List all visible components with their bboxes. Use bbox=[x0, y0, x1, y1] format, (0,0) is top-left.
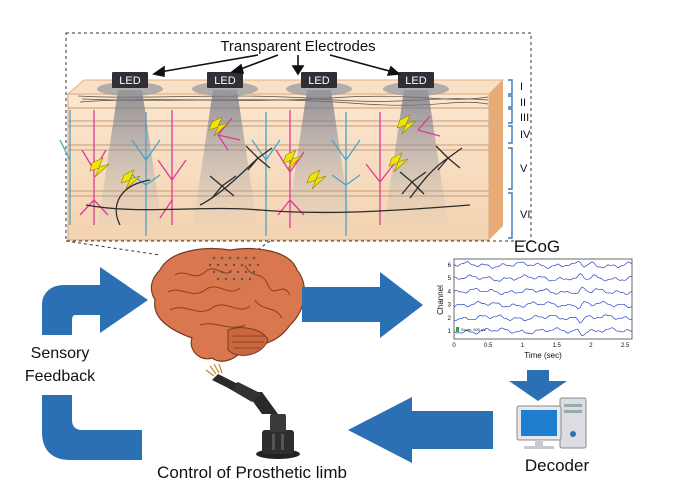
ecog-xtick-label: 2.5 bbox=[621, 343, 630, 349]
ecog-xtick-label: 0.5 bbox=[484, 343, 493, 349]
layer-label-5: V bbox=[520, 163, 528, 175]
ecog-ytick-label: 6 bbox=[448, 263, 452, 269]
brain-illustration bbox=[150, 248, 305, 362]
ecog-ytick-label: 1 bbox=[448, 329, 452, 335]
ecog-xtick-label: 1 bbox=[521, 343, 525, 349]
led-label-2: LED bbox=[214, 75, 235, 87]
layer-label-6: VI bbox=[520, 209, 530, 221]
ecog-ytick-label: 3 bbox=[448, 303, 452, 309]
layer-label-3: III bbox=[520, 112, 529, 124]
inset-frame bbox=[65, 32, 532, 242]
ecog-traces bbox=[453, 261, 633, 337]
electrodes-title: Transparent Electrodes bbox=[220, 38, 375, 55]
decoder-label: Decoder bbox=[525, 456, 590, 475]
ecog-trace bbox=[453, 300, 633, 310]
prosthetic-arm bbox=[205, 363, 300, 459]
ecog-panel: ECoG 1 2 3 4 5 6 0 0.5 1 1.5 2 2.5 Scale: 500 uV C… bbox=[436, 237, 633, 360]
ecog-xticks: 0 0.5 1 1.5 2 2.5 bbox=[452, 343, 630, 349]
ecog-trace bbox=[453, 314, 632, 324]
ecog-grid-dots bbox=[208, 256, 260, 281]
sensory-label-line1: Sensory bbox=[31, 345, 90, 362]
ecog-ytick-label: 2 bbox=[448, 316, 452, 322]
ecog-axes bbox=[453, 258, 633, 340]
arrow-feedback-bottom bbox=[42, 395, 142, 460]
layer-brackets bbox=[508, 79, 513, 239]
layer-label-4: IV bbox=[520, 129, 531, 141]
ecog-ylabel: Channel bbox=[436, 285, 445, 315]
arrow-decoder-to-limb bbox=[348, 397, 493, 463]
layer-label-1: I bbox=[520, 81, 523, 93]
neurons bbox=[59, 110, 471, 236]
lightning-bolts bbox=[89, 114, 417, 190]
ecog-xtick-label: 1.5 bbox=[553, 343, 562, 349]
zoom-line-left bbox=[65, 240, 161, 256]
ecog-ytick-label: 5 bbox=[448, 276, 452, 282]
led-label-1: LED bbox=[119, 75, 140, 87]
layer-label-2: II bbox=[520, 97, 526, 109]
sensory-label-line2: Feedback bbox=[25, 368, 96, 385]
arrow-ecog-to-decoder bbox=[509, 370, 567, 401]
ecog-scale-bar bbox=[456, 327, 459, 332]
ecog-yticks: 1 2 3 4 5 6 bbox=[448, 263, 452, 335]
ecog-xtick-label: 0 bbox=[452, 343, 456, 349]
ecog-trace bbox=[453, 273, 633, 282]
led-label-3: LED bbox=[308, 75, 329, 87]
decoder-computer bbox=[516, 397, 587, 449]
led-label-4: LED bbox=[405, 75, 426, 87]
flow-arrows bbox=[42, 267, 567, 463]
ecog-xtick-label: 2 bbox=[589, 343, 593, 349]
led-beams bbox=[98, 90, 448, 225]
electrode-pointer-arrows bbox=[152, 54, 401, 77]
led-chips: LED LED LED LED bbox=[97, 72, 449, 96]
ecog-xlabel: Time (sec) bbox=[524, 351, 562, 360]
arrow-brain-to-ecog bbox=[302, 272, 423, 338]
ecog-ytick-label: 4 bbox=[448, 289, 452, 295]
ecog-trace bbox=[453, 327, 633, 337]
ecog-trace bbox=[453, 286, 633, 296]
arrow-feedback-top bbox=[42, 267, 148, 335]
ecog-title: ECoG bbox=[514, 237, 560, 256]
ecog-scale-note: Scale: 500 uV bbox=[461, 327, 486, 332]
prosthetic-label: Control of Prosthetic limb bbox=[157, 463, 347, 482]
ecog-trace bbox=[453, 261, 633, 270]
